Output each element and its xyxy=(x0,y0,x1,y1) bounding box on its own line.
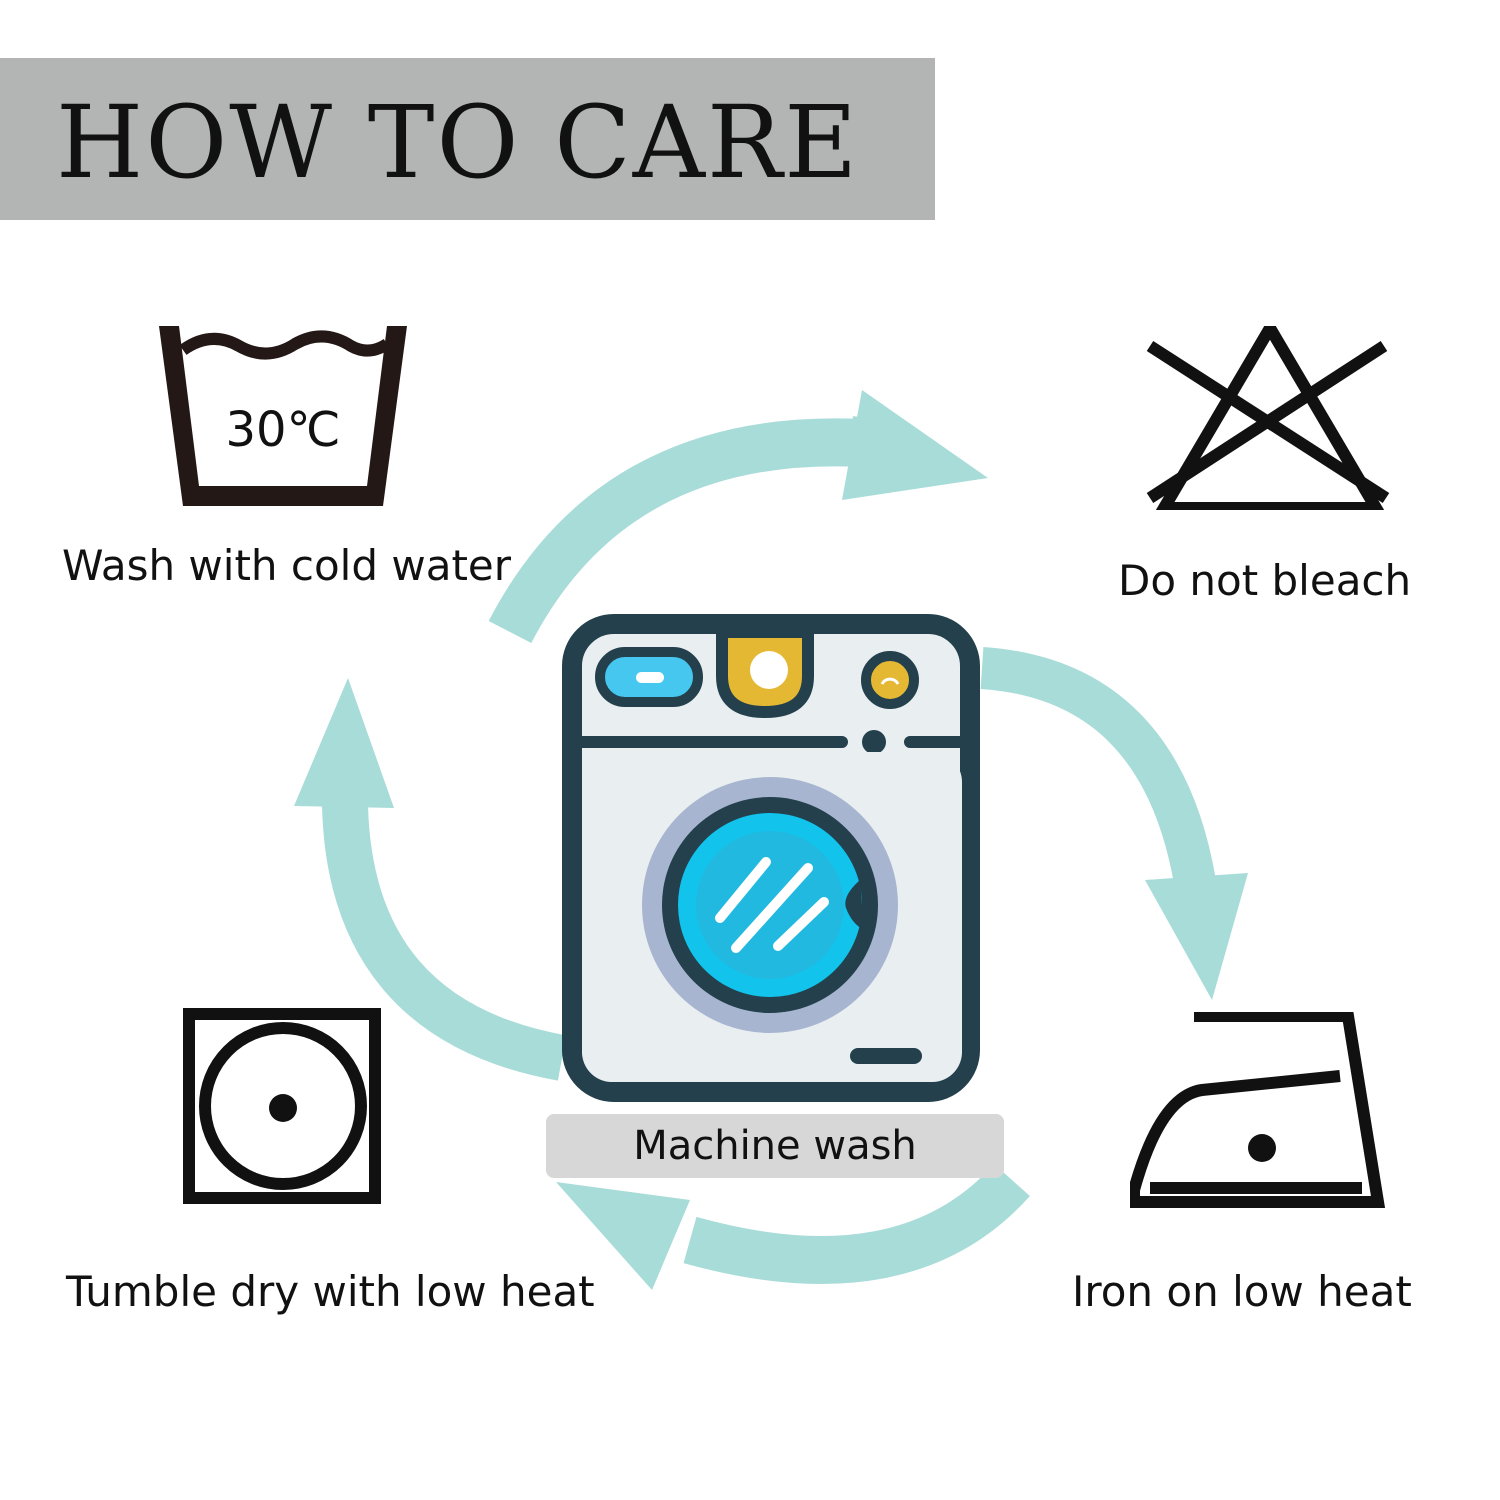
machine-wash-label-box xyxy=(546,1114,1004,1178)
iron-label: Iron on low heat xyxy=(1072,1267,1412,1316)
tumble-label: Tumble dry with low heat xyxy=(66,1267,595,1316)
title-bar xyxy=(0,58,935,220)
machine-wash-label: Machine wash xyxy=(633,1123,917,1169)
iron-low-icon xyxy=(1130,1012,1386,1208)
wash-temperature: 30℃ xyxy=(226,402,341,458)
page-title: HOW TO CARE xyxy=(56,84,860,201)
arrow-wash-to-bleach xyxy=(488,390,988,644)
bleach-label: Do not bleach xyxy=(1118,556,1412,605)
tumble-dry-low-icon xyxy=(183,1008,381,1204)
arrow-machine-to-tumble xyxy=(556,1163,1030,1290)
wash-30-icon: 30℃ xyxy=(159,326,407,506)
do-not-bleach-icon xyxy=(1146,326,1390,510)
arrow-tumble-to-wash xyxy=(294,678,567,1081)
wash-label: Wash with cold water xyxy=(62,541,512,590)
washing-machine-icon xyxy=(562,614,980,1102)
arrow-machine-to-iron xyxy=(980,647,1248,1000)
